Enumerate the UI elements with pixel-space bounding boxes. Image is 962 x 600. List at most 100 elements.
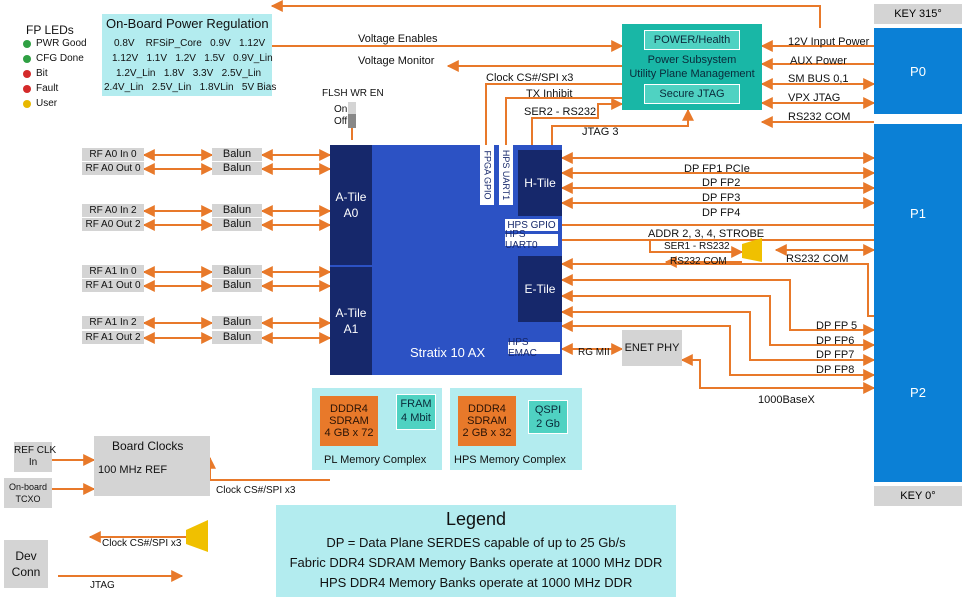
label-rg-mii: RG MII	[578, 347, 610, 358]
led-fault-icon	[23, 85, 31, 93]
link-clock-cs-top	[485, 83, 622, 145]
link-tx-inhibit	[505, 97, 622, 145]
label-1000basex: 1000BaseX	[758, 394, 815, 406]
led-label: PWR Good	[36, 38, 87, 49]
power-rail-row: 1.12V 1.1V 1.2V 1.5V 0.9V_Lin	[112, 53, 273, 64]
label-tx-inhibit: TX Inhibit	[526, 88, 573, 100]
connector-p1: P1	[874, 124, 962, 302]
label-rs232-com-mid: RS232 COM	[670, 256, 727, 267]
led-user-icon	[23, 100, 31, 108]
led-label: User	[36, 98, 58, 109]
label-dp-fp6: DP FP6	[816, 335, 855, 347]
enet-phy: ENET PHY	[622, 330, 682, 366]
label-clock-cs-top: Clock CS#/SPI x3	[486, 72, 574, 84]
power-subsystem-line2: Utility Plane Management	[629, 68, 755, 80]
power-health-box: POWER/Health	[644, 30, 740, 50]
hps-memory-label: HPS Memory Complex	[454, 454, 566, 466]
e-tile: E-Tile	[518, 256, 562, 322]
led-cfg-done-icon	[23, 55, 31, 63]
label-voltage-monitor: Voltage Monitor	[358, 55, 435, 67]
label-dp-fp8: DP FP8	[816, 364, 855, 376]
balun: Balun	[212, 316, 262, 329]
balun: Balun	[212, 204, 262, 217]
label-input-power: 12V Input Power	[788, 36, 870, 48]
label-dp-fp2: DP FP2	[702, 177, 741, 189]
balun: Balun	[212, 331, 262, 344]
balun: Balun	[212, 218, 262, 231]
label-addr: ADDR 2, 3, 4, STROBE	[648, 228, 765, 240]
label-rs232-com-top: RS232 COM	[788, 111, 851, 123]
label-dp-fp7: DP FP7	[816, 349, 855, 361]
a-tile-a1: A-Tile A1	[330, 267, 372, 375]
balun: Balun	[212, 148, 262, 161]
legend-line: HPS DDR4 Memory Banks operate at 1000 MH…	[319, 575, 633, 590]
label-ser2: SER2 - RS232	[524, 106, 597, 118]
label-clock-cs-dev: Clock CS#/SPI x3	[102, 538, 182, 549]
pl-memory-label: PL Memory Complex	[324, 454, 427, 466]
power-rail-row: 0.8V RFSiP_Core 0.9V 1.12V	[114, 38, 266, 49]
flash-on: On	[334, 104, 348, 115]
led-pwr-good-icon	[23, 40, 31, 48]
flash-off: Off	[334, 116, 348, 127]
label-sm-bus: SM BUS 0,1	[788, 73, 849, 85]
balun: Balun	[212, 265, 262, 278]
label-clock-cs-board: Clock CS#/SPI x3	[216, 485, 296, 496]
label-jtag-dev: JTAG	[90, 580, 115, 591]
label-voltage-enables: Voltage Enables	[358, 33, 438, 45]
fp-leds-title: FP LEDs	[26, 23, 74, 37]
pl-fram: FRAM 4 Mbit	[396, 394, 436, 430]
legend-title: Legend	[445, 509, 507, 529]
secure-jtag-box: Secure JTAG	[644, 84, 740, 104]
label-dp-fp4: DP FP4	[702, 207, 741, 219]
led-label: Bit	[36, 68, 48, 79]
legend-line: Fabric DDR4 SDRAM Memory Banks operate a…	[289, 555, 663, 570]
rf-port: RF A0 Out 0	[82, 162, 144, 175]
hps-qspi: QSPI 2 Gb	[528, 400, 568, 434]
clock-buffer-dev	[186, 520, 208, 552]
board-clocks: Board Clocks 100 MHz REF	[94, 436, 210, 496]
power-rail-row: 2.4V_Lin 2.5V_Lin 1.8VLin 5V Bias	[104, 82, 277, 93]
rf-port: RF A1 In 0	[82, 265, 144, 278]
pl-memory-complex: DDDR4 SDRAM 4 GB x 72 FRAM 4 Mbit PL Mem…	[312, 388, 442, 470]
ref-clk-in: REF CLK In	[14, 442, 56, 472]
link-jtag3	[551, 108, 694, 145]
label-dp-fp5: DP FP 5	[816, 320, 858, 332]
h-tile: H-Tile	[518, 150, 562, 216]
balun: Balun	[212, 162, 262, 175]
rf-port: RF A0 In 0	[82, 148, 144, 161]
power-subsystem-line1: Power Subsystem	[647, 54, 737, 66]
power-regulation-title: On-Board Power Regulation	[106, 16, 269, 31]
key-top: KEY 315°	[874, 4, 962, 24]
key-bottom: KEY 0°	[874, 486, 962, 506]
link-key-to-power-reg	[270, 0, 821, 28]
hps-ddr4: DDDR4 SDRAM 2 GB x 32	[458, 396, 516, 446]
legend-line: DP = Data Plane SERDES capable of up to …	[326, 535, 626, 550]
rf-port: RF A0 Out 2	[82, 218, 144, 231]
led-label: Fault	[36, 83, 59, 94]
connector-p0: P0	[874, 28, 962, 114]
label-dp-fp3: DP FP3	[702, 192, 741, 204]
connector-p2: P2	[874, 302, 962, 482]
label-ser1: SER1 - RS232	[664, 241, 730, 252]
a-tile-a0: A-Tile A0	[330, 145, 372, 265]
link-ser2	[531, 98, 624, 145]
hps-uart0: HPS UART0	[505, 229, 558, 251]
flash-title: FLSH WR EN	[322, 88, 384, 99]
led-bit-icon	[23, 70, 31, 78]
hps-memory-complex: DDDR4 SDRAM 2 GB x 32 QSPI 2 Gb HPS Memo…	[450, 388, 582, 470]
fpga-gpio-label: FPGA GPIO	[482, 150, 493, 200]
rf-port: RF A1 In 2	[82, 316, 144, 329]
power-subsystem-box: POWER/Health Power Subsystem Utility Pla…	[622, 24, 762, 110]
hps-uart1-label: HPS UART1	[501, 149, 512, 201]
dev-conn: Dev Conn	[4, 540, 48, 588]
led-label: CFG Done	[36, 53, 84, 64]
hps-uart1: HPS UART1	[499, 145, 513, 205]
label-vpx-jtag: VPX JTAG	[788, 92, 841, 104]
hps-gpio: HPS GPIO	[505, 219, 558, 231]
flash-switch-knob	[348, 114, 356, 128]
pl-ddr4: DDDR4 SDRAM 4 GB x 72	[320, 396, 378, 446]
board-clocks-ref: 100 MHz REF	[98, 464, 168, 476]
rf-port: RF A1 Out 0	[82, 279, 144, 292]
